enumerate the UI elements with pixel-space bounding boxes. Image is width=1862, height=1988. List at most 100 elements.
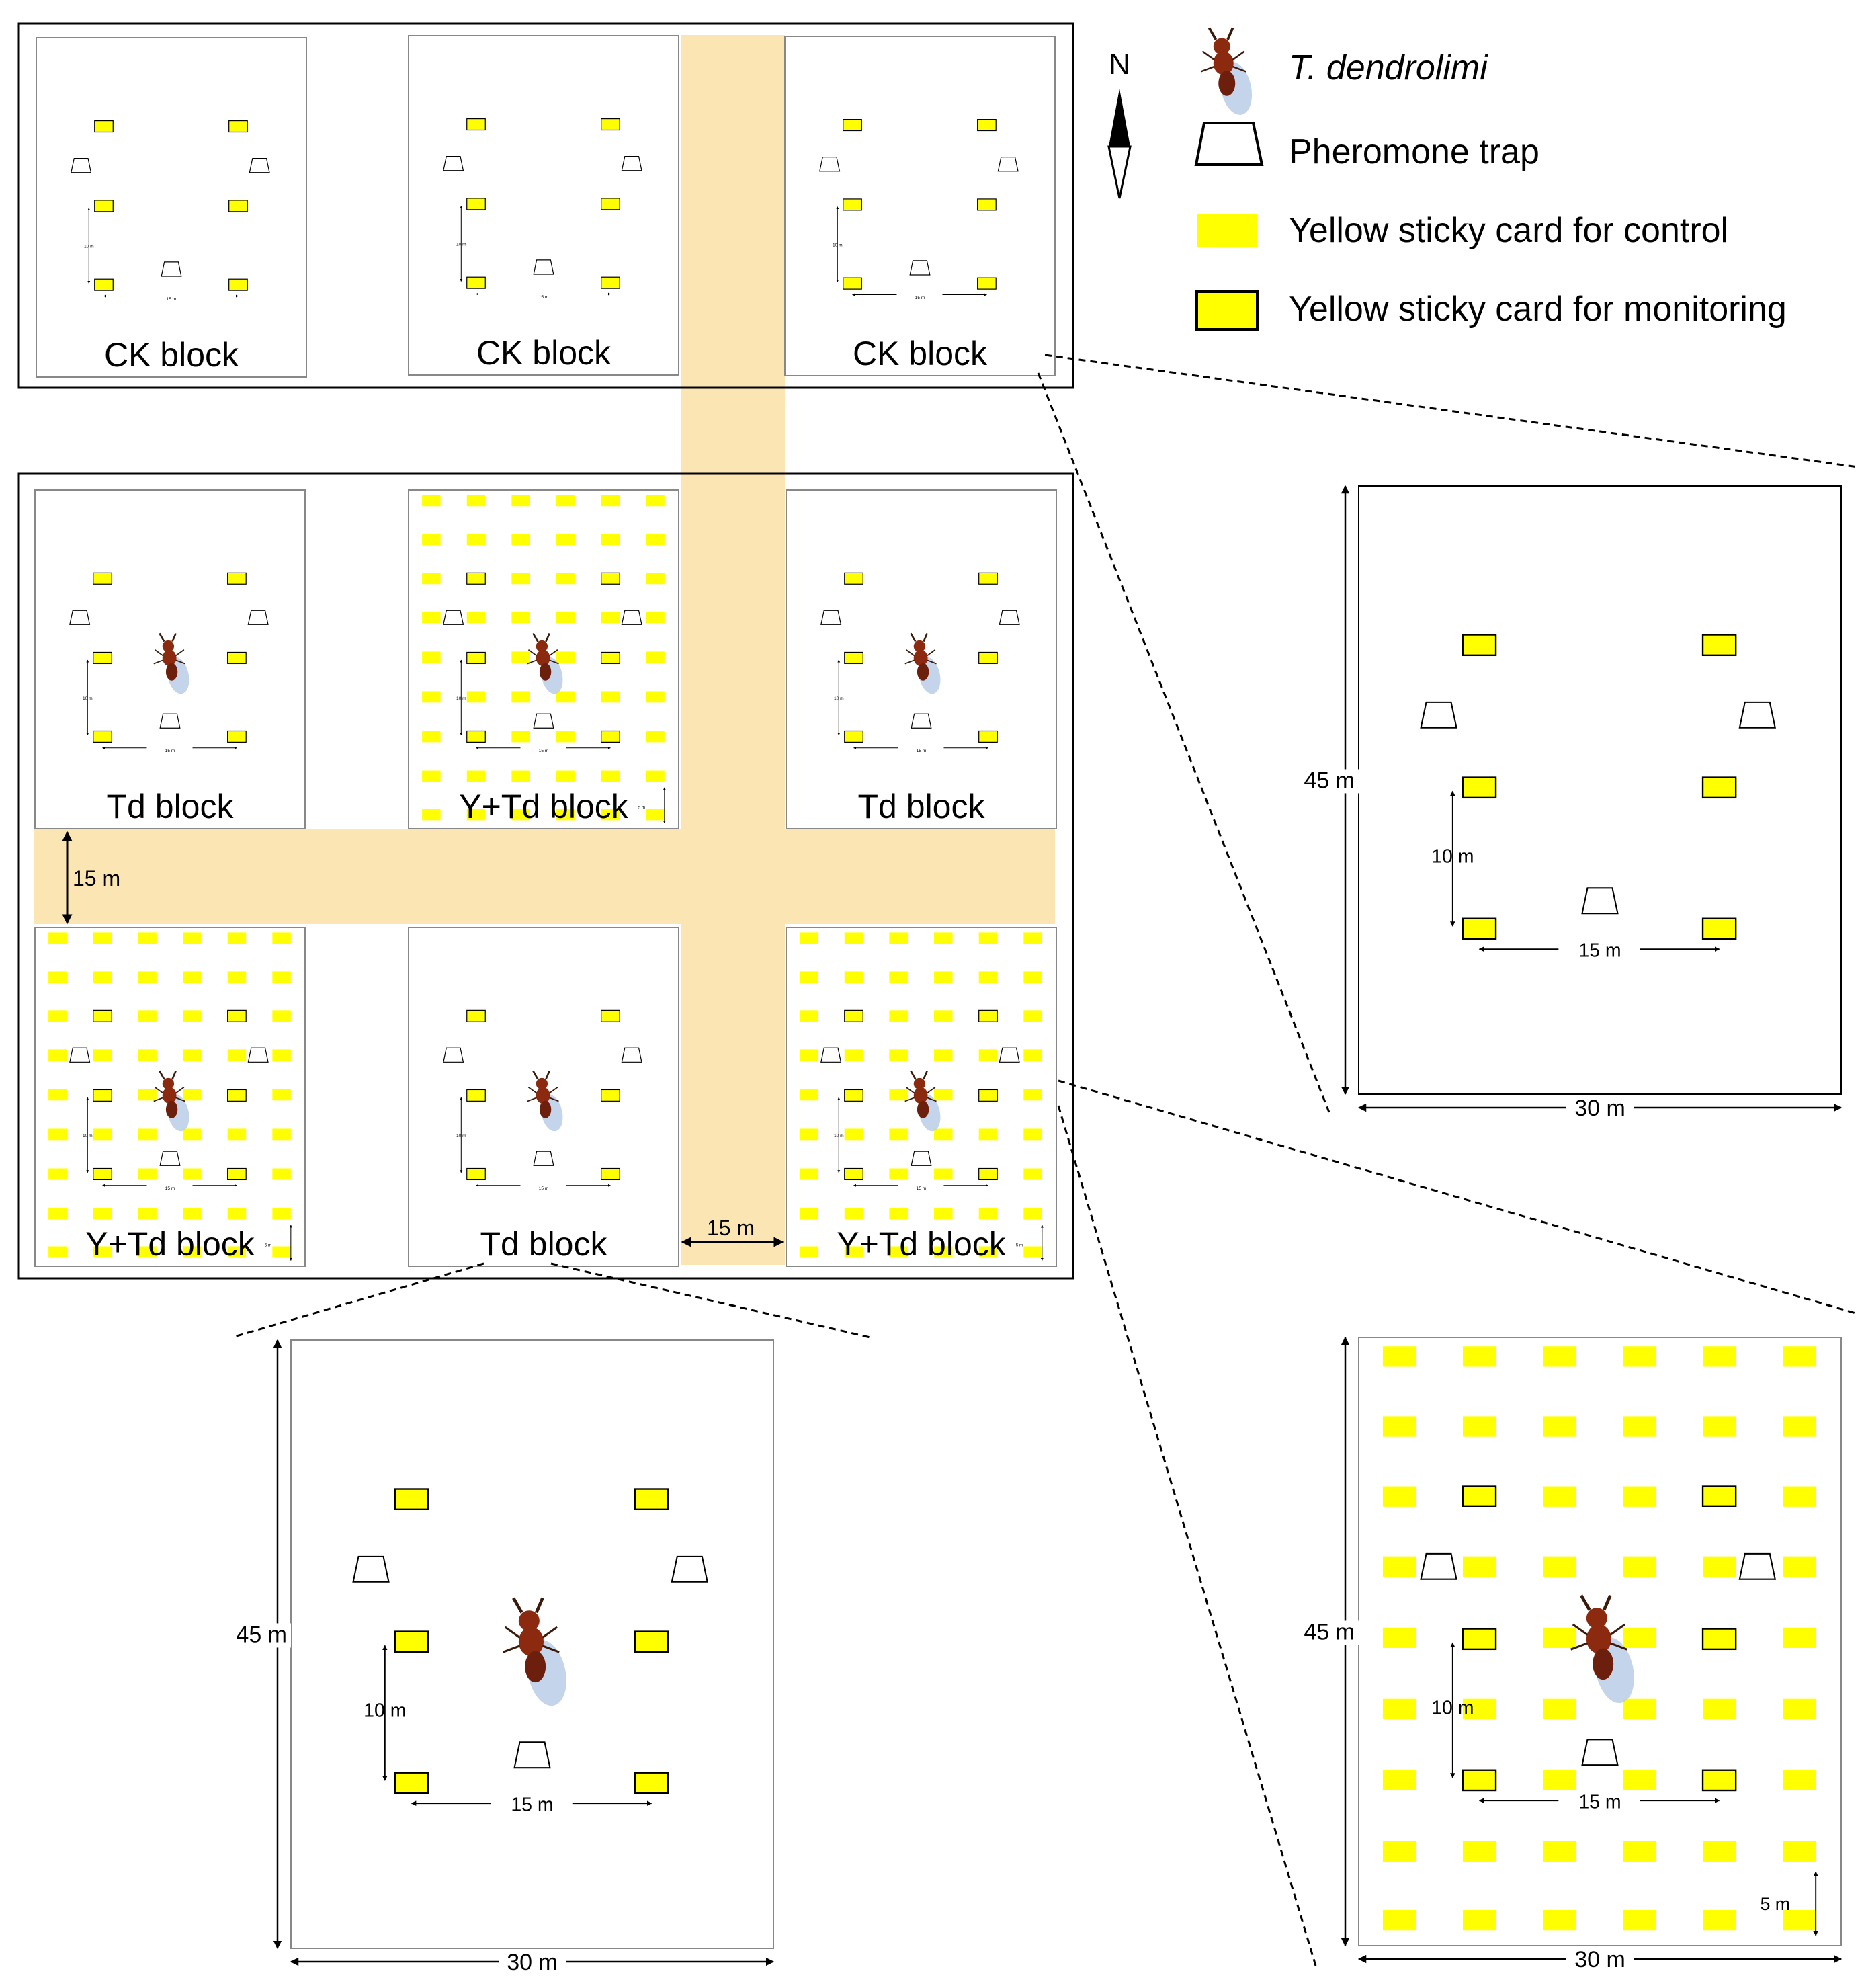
control-card	[183, 1128, 202, 1141]
wasp-antenna	[545, 1070, 550, 1080]
control-card	[1783, 1486, 1816, 1507]
control-card	[1703, 1698, 1736, 1719]
control-card	[272, 1049, 291, 1061]
dimension-label: 10 m	[456, 243, 466, 247]
control-card	[978, 1049, 998, 1061]
trapezoid-trap-icon	[443, 156, 464, 171]
dimension-label: 10 m	[833, 243, 843, 248]
monitoring-card	[466, 1167, 486, 1180]
monitoring-card	[227, 651, 247, 664]
monitoring-card	[228, 200, 248, 212]
trapezoid-trap-icon	[1581, 1739, 1619, 1766]
monitoring-card	[1701, 1769, 1737, 1792]
monitoring-card	[1701, 917, 1737, 940]
monitoring-card	[93, 572, 112, 585]
control-card	[48, 1208, 67, 1220]
ck-block: 10 m15 mCK block	[36, 37, 307, 378]
control-card	[978, 1128, 998, 1141]
monitoring-card	[1462, 1485, 1497, 1507]
wasp-thorax	[913, 649, 928, 667]
wasp-abdomen	[917, 663, 929, 681]
control-card	[183, 1049, 202, 1061]
road-width-annotation-horizontal: 15 m	[62, 831, 120, 925]
dimension-label: 15 m	[915, 296, 925, 300]
monitoring-card	[94, 278, 114, 291]
td-block: 10 m15 mTd block	[786, 489, 1057, 829]
wasp-abdomen	[917, 1100, 929, 1118]
zoom-views-layer: 10 m15 m45 m30 m10 m15 m45 m30 m10 m15 m…	[236, 485, 1843, 1975]
wasp-leg	[905, 649, 915, 657]
control-card	[844, 971, 863, 983]
wasp-leg	[154, 649, 164, 657]
wasp-antenna	[910, 632, 917, 643]
control-card	[422, 573, 441, 585]
zoom-view-td: 10 m15 m45 m30 m	[236, 1339, 775, 1975]
dimension-label: 10 m	[1431, 1697, 1474, 1718]
control-card	[601, 534, 620, 546]
control-card	[1623, 1627, 1656, 1648]
control-card	[1023, 932, 1042, 944]
control-card	[800, 1010, 818, 1022]
control-card	[511, 573, 530, 585]
trapezoid-trap-icon	[1420, 1552, 1457, 1580]
wasp-icon	[1200, 27, 1253, 115]
monitoring-card	[601, 572, 620, 585]
wasp-leg	[1232, 65, 1246, 73]
control-card	[1382, 1909, 1416, 1931]
wasp-head	[913, 1077, 926, 1090]
control-card	[227, 1049, 247, 1061]
wasp-thorax	[162, 649, 177, 667]
control-card	[601, 612, 620, 624]
control-card	[1023, 1168, 1042, 1180]
dimension-label: 30 m	[1574, 1095, 1625, 1121]
control-card	[889, 971, 908, 983]
dimension-label: 30 m	[507, 1950, 558, 1975]
control-card	[1542, 1416, 1576, 1437]
monitoring-card	[601, 1009, 620, 1022]
wasp-antenna	[1580, 1594, 1591, 1611]
control-card	[138, 971, 157, 983]
wasp-leg	[927, 1097, 937, 1102]
wasp-icon	[904, 632, 941, 694]
monitoring-card	[1462, 1628, 1497, 1651]
block-label: CK block	[853, 335, 988, 372]
monitoring-card	[227, 1009, 247, 1022]
monitoring-card	[1462, 1769, 1497, 1792]
wasp-head	[518, 1610, 540, 1632]
monitoring-card	[1701, 1628, 1737, 1651]
control-card	[511, 612, 530, 624]
control-card	[183, 1168, 202, 1180]
block-frame	[408, 35, 679, 376]
control-card	[800, 1208, 818, 1220]
control-card	[556, 731, 575, 743]
trapezoid-trap-icon	[819, 157, 841, 172]
wasp-icon	[527, 632, 563, 694]
legend-control-card-label: Yellow sticky card for control	[1289, 211, 1728, 250]
wasp-leg	[905, 1087, 915, 1094]
control-card	[1382, 1486, 1416, 1507]
trapezoid-trap-icon	[533, 259, 554, 275]
control-card	[1542, 1346, 1576, 1367]
road-vertical	[681, 35, 785, 1265]
control-card	[556, 573, 575, 585]
wasp-leg	[175, 659, 185, 665]
block-label: CK block	[104, 336, 239, 374]
monitoring-card	[843, 277, 862, 290]
control-card	[844, 932, 863, 944]
control-card	[93, 932, 112, 944]
control-card	[646, 495, 665, 507]
monitoring-card	[466, 1089, 486, 1102]
wasp-leg	[542, 1645, 560, 1653]
monitoring-card	[227, 1089, 247, 1102]
control-card	[511, 495, 530, 507]
trapezoid-trap-icon	[161, 261, 182, 277]
dimension-label: 45 m	[1304, 1619, 1355, 1645]
dimension-label: 10 m	[456, 696, 466, 701]
monitoring-card	[93, 651, 112, 664]
control-card	[183, 1246, 202, 1258]
label-mask	[251, 1623, 291, 1648]
trapezoid-trap-icon	[1738, 1552, 1777, 1580]
control-card	[978, 932, 998, 944]
control-card	[601, 495, 620, 507]
control-card	[1542, 1627, 1576, 1648]
